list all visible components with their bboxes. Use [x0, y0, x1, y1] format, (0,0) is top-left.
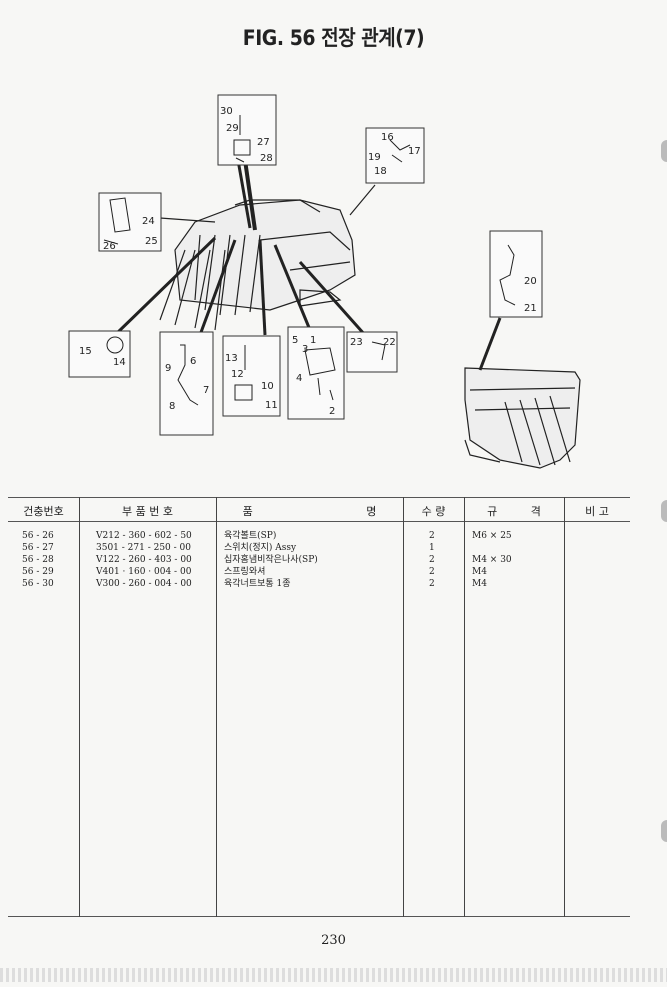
callout-7: 7 [203, 385, 209, 396]
col-divider [79, 497, 80, 917]
header-part-no: 부 품 번 호 [122, 505, 173, 518]
table-cell: 2 [429, 555, 435, 565]
table-cell: 육각너트보통 1종 [224, 579, 291, 589]
callout-20: 20 [524, 276, 537, 287]
table-cell: 육각볼트(SP) [224, 531, 277, 541]
col-divider [216, 497, 217, 917]
callout-6: 6 [190, 356, 196, 367]
callout-10: 10 [261, 381, 274, 392]
callout-30: 30 [220, 106, 233, 117]
index-column: 56 - 26 56 - 27 56 - 28 56 - 29 56 - 30 [22, 530, 54, 590]
callout-5: 5 [292, 335, 298, 346]
callout-27: 27 [257, 137, 270, 148]
table-cell: M4 [472, 567, 487, 577]
callout-3: 3 [302, 344, 308, 355]
callout-16: 16 [381, 132, 394, 143]
name-column: 육각볼트(SP) 스위치(정지) Assy 십자홈냄비작은나사(SP) 스프링와… [224, 530, 318, 590]
table-header-rule [8, 521, 630, 522]
table-cell: M6 × 25 [472, 531, 512, 541]
table-cell: 56 - 26 [22, 531, 54, 541]
table-cell: 56 - 30 [22, 579, 54, 589]
callout-29: 29 [226, 123, 239, 134]
table-cell: 십자홈냄비작은나사(SP) [224, 555, 318, 565]
col-divider [564, 497, 565, 917]
callout-18: 18 [374, 166, 387, 177]
callout-26: 26 [103, 241, 116, 252]
table-cell: 스위치(정지) Assy [224, 543, 297, 553]
header-remark: 비 고 [585, 505, 609, 518]
callout-22: 22 [383, 337, 396, 348]
callout-12: 12 [231, 369, 244, 380]
callout-19: 19 [368, 152, 381, 163]
table-cell: V401 · 160 · 004 - 00 [96, 567, 192, 577]
table-cell: 3501 - 271 - 250 - 00 [96, 543, 192, 553]
table-cell: 2 [429, 531, 435, 541]
col-divider [464, 497, 465, 917]
table-top-rule [8, 497, 630, 498]
callout-21: 21 [524, 303, 537, 314]
callout-28: 28 [260, 153, 273, 164]
header-qty: 수 량 [421, 505, 446, 518]
parts-table: 건충번호 부 품 번 호 품 명 수 량 규 격 비 고 56 - 26 56 … [8, 497, 630, 917]
scan-edge-strip [0, 968, 667, 982]
qty-column: 2 1 2 2 2 [429, 530, 435, 590]
table-cell: 스프링와셔 [224, 567, 266, 577]
callout-2: 2 [329, 406, 335, 417]
col-divider [403, 497, 404, 917]
table-cell: 56 - 29 [22, 567, 54, 577]
callout-23: 23 [350, 337, 363, 348]
table-cell: M4 [472, 579, 487, 589]
callout-14: 14 [113, 357, 126, 368]
table-cell: 2 [429, 579, 435, 589]
callout-labels: 30 29 27 28 16 19 17 18 24 25 26 15 14 6… [79, 106, 537, 417]
page-number: 230 [321, 933, 346, 948]
callout-17: 17 [408, 146, 421, 157]
callout-8: 8 [169, 401, 175, 412]
header-name: 품 명 [242, 505, 377, 518]
table-cell: 56 - 28 [22, 555, 54, 565]
callout-13: 13 [225, 353, 238, 364]
table-bottom-rule [8, 916, 630, 917]
binder-hole-mark [661, 500, 667, 522]
callout-15: 15 [79, 346, 92, 357]
table-cell: 1 [429, 543, 435, 553]
table-cell: 56 - 27 [22, 543, 54, 553]
binder-hole-mark [661, 820, 667, 842]
callout-9: 9 [165, 363, 171, 374]
table-cell: V300 - 260 - 004 - 00 [96, 579, 192, 589]
table-cell [472, 542, 512, 554]
header-index: 건충번호 [23, 505, 64, 518]
table-cell: V122 - 260 - 403 - 00 [96, 555, 192, 565]
table-cell: 2 [429, 567, 435, 577]
part-no-column: V212 - 360 - 602 - 50 3501 - 271 - 250 -… [96, 530, 192, 590]
callout-24: 24 [142, 216, 155, 227]
callout-11: 11 [265, 400, 278, 411]
figure-title: FIG. 56 전장 관계(7) [242, 26, 425, 50]
callout-1: 1 [310, 335, 316, 346]
header-spec: 규 격 [487, 505, 541, 518]
spec-column: M6 × 25 M4 × 30 M4 M4 [472, 530, 512, 590]
table-cell: V212 - 360 - 602 - 50 [96, 531, 192, 541]
table-cell: M4 × 30 [472, 555, 512, 565]
exploded-parts-diagram: 30 29 27 28 16 19 17 18 24 25 26 15 14 6… [68, 94, 581, 469]
callout-4: 4 [296, 373, 302, 384]
binder-hole-mark [661, 140, 667, 162]
callout-25: 25 [145, 236, 158, 247]
